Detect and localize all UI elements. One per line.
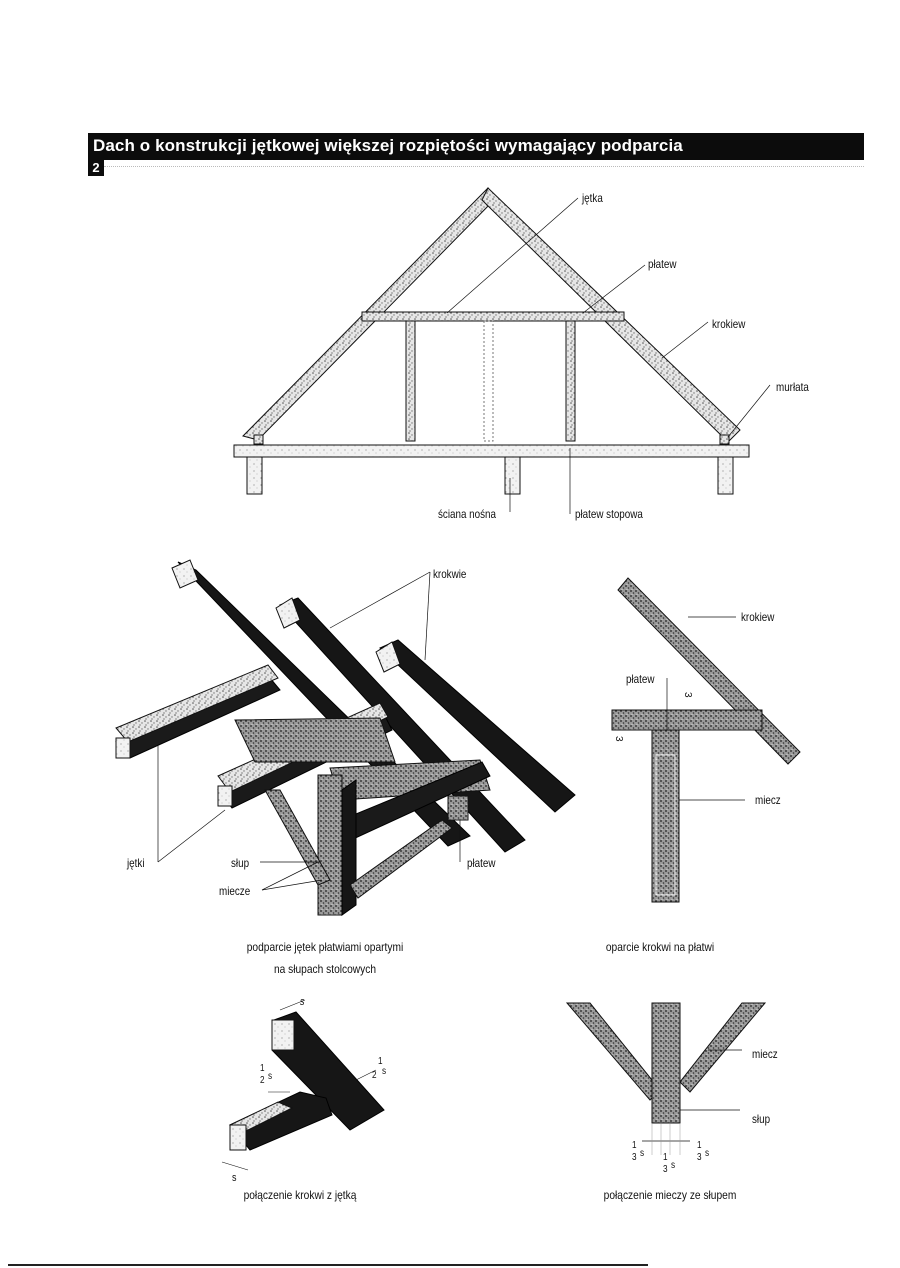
label-platew: płatew [648,257,677,271]
dimension-half-s-right-num: 1 [378,1056,383,1067]
caption-rafter-on-purlin: oparcie krokwi na płatwi [605,940,715,954]
caption-brace-post-joint: połączenie mieczy ze słupem [603,1188,737,1202]
dimension-half-s-left-num: 1 [260,1063,265,1074]
label-krokiew: krokiew [712,317,746,331]
dimension-third-right-den: 3 [697,1152,702,1163]
dimension-half-s-left-den: 2 [260,1075,265,1086]
divider [104,166,864,168]
label-krokiew-detail: krokiew [741,610,775,624]
dimension-s-top: s [300,996,305,1008]
dimension-s-bottom: s [232,1172,237,1184]
label-slup-joint: słup [752,1112,771,1126]
dimension-3-top: 3 [682,692,693,698]
dimension-third-mid-num: 1 [663,1152,668,1163]
dimension-third-left-num: 1 [632,1140,637,1151]
brace-post-joint-diagram [565,1002,767,1155]
label-miecz-joint: miecz [752,1047,778,1061]
dimension-third-right-var: s [705,1148,710,1159]
rafter-collar-joint-diagram [221,999,385,1171]
label-miecz-detail: miecz [755,793,781,807]
label-sciana-nosna: ściana nośna [438,507,496,521]
title-bar: Dach o konstrukcji jętkowej większej roz… [88,133,864,160]
page-title: Dach o konstrukcji jętkowej większej roz… [93,136,683,155]
dimension-half-s-left-var: s [268,1071,273,1082]
dimension-half-s-right-den: 2 [372,1070,377,1081]
label-krokwie: krokwie [433,567,467,581]
dimension-third-mid-var: s [671,1160,676,1171]
label-platew-detail: płatew [626,672,655,686]
section-number: 2 [88,160,104,176]
dimension-third-mid-den: 3 [663,1164,668,1175]
dimension-3-left: 3 [613,736,624,742]
label-platew-iso: płatew [467,856,496,870]
caption-isometric-line1: podparcie jętek płatwiami opartymi [246,940,404,954]
caption-isometric-line2: na słupach stolcowych [273,962,377,976]
roof-cross-section-diagram [233,187,771,514]
dimension-third-left-den: 3 [632,1152,637,1163]
dimension-half-s-right-var: s [382,1066,387,1077]
label-jetka: jętka [582,191,603,205]
bottom-divider [8,1264,648,1266]
caption-rafter-collar-joint: połączenie krokwi z jętką [243,1188,357,1202]
rafter-on-purlin-diagram [611,577,801,903]
label-jetki: jętki [127,856,145,870]
label-platew-stopowa: płatew stopowa [575,507,643,521]
label-murlata: murłata [776,380,809,394]
label-miecze: miecze [219,884,251,898]
isometric-roof-frame-diagram [115,559,576,916]
dimension-third-left-var: s [640,1148,645,1159]
label-slup: słup [231,856,250,870]
dimension-third-right-num: 1 [697,1140,702,1151]
